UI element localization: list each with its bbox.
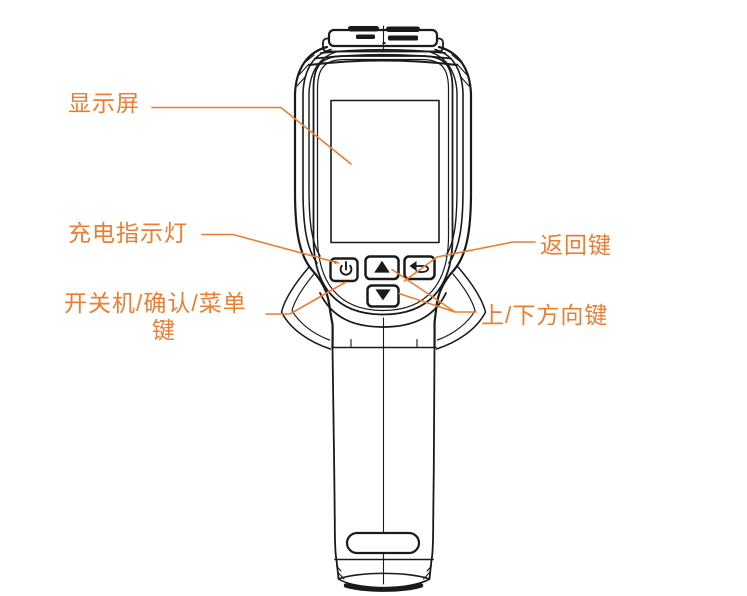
- device-handle: [331, 317, 437, 592]
- power-icon: [339, 261, 353, 276]
- callout-lines: [151, 106, 536, 315]
- button-cluster: [329, 255, 436, 308]
- power-menu-key-label-line2: 键: [152, 317, 176, 343]
- back-key-label: 返回键: [540, 232, 612, 258]
- back-key-leader-line: [403, 241, 536, 282]
- charge-indicator-label: 充电指示灯: [68, 220, 188, 246]
- thermal-camera-drawing: [280, 25, 487, 592]
- down-arrow-icon: [375, 289, 391, 301]
- handle-base: [335, 565, 433, 592]
- up-arrow-icon: [374, 260, 390, 273]
- power-menu-key-label-line1: 开关机/确认/菜单: [64, 290, 247, 316]
- down-key-leader-line: [398, 292, 456, 313]
- up-button: [364, 255, 400, 281]
- handle-slot: [345, 531, 421, 555]
- power-key-leader-line: [265, 281, 346, 315]
- back-button: [403, 255, 436, 281]
- power-button: [329, 257, 359, 283]
- display-label: 显示屏: [68, 90, 140, 116]
- display-leader-line: [151, 106, 352, 165]
- device-screen: [330, 99, 440, 244]
- device-neck-wings: [280, 266, 487, 350]
- up-down-key-label: 上/下方向键: [481, 302, 609, 328]
- power-menu-key-label: 开关机/确认/菜单 键: [64, 290, 264, 344]
- down-button: [366, 284, 400, 308]
- charge-indicator-leader-line: [201, 233, 340, 264]
- device-head-outline: [293, 45, 473, 349]
